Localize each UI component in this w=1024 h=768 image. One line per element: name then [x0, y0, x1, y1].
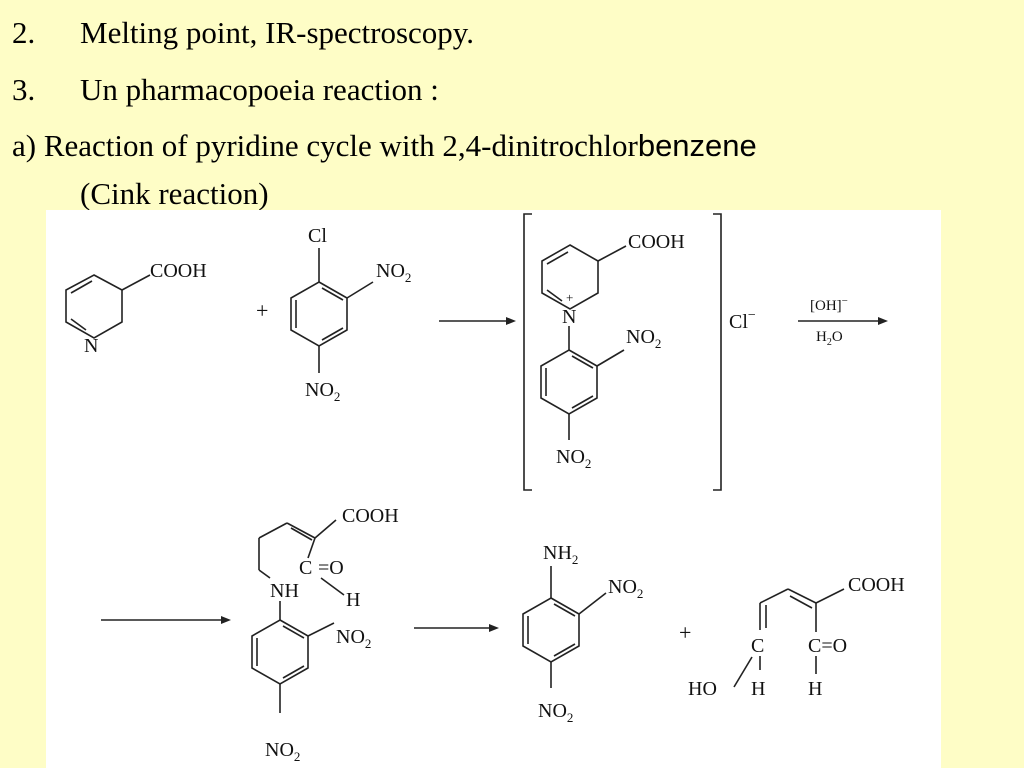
chloride-label: Cl−	[729, 308, 756, 333]
carbonyl-label: =O	[318, 557, 344, 579]
nh2-label: NH2	[543, 542, 578, 567]
c-label: C	[751, 635, 764, 657]
glutaconaldehyde-acid: COOH C HO H C=O H	[688, 574, 905, 700]
no2-label: NO2	[608, 576, 643, 601]
reaction-arrow	[101, 616, 231, 624]
no2-label: NO2	[556, 446, 591, 471]
cl-label: Cl	[308, 225, 327, 247]
dinitroaniline: NH2 NO2 NO2	[522, 542, 643, 725]
nicotinic-acid: COOH N	[65, 260, 207, 357]
c-label: C	[299, 557, 312, 579]
n-label: N	[84, 335, 98, 357]
dinitrochlorobenzene: Cl NO2 NO2	[290, 225, 411, 404]
ring-opened-intermediate: COOH C =O H NH NO2 NO2	[251, 505, 399, 764]
n-label: N	[562, 306, 576, 328]
n-plus-charge: +	[566, 290, 573, 305]
sub-item-text-sans: benzene	[637, 128, 757, 163]
pyridinium-intermediate: COOH N + NO2 NO2	[523, 213, 722, 491]
no2-label: NO2	[305, 379, 340, 404]
cooh-label: COOH	[150, 260, 207, 282]
no2-label: NO2	[538, 700, 573, 725]
list-item-number: 3.	[12, 72, 36, 107]
reaction-scheme: COOH N + Cl NO2 NO2 COOH N +	[46, 210, 941, 768]
no2-label: NO2	[336, 626, 371, 651]
cooh-label: COOH	[342, 505, 399, 527]
hydroxide-reagent-label: [OH]−	[810, 295, 848, 314]
sub-item-a: a) Reaction of pyridine cycle with 2,4-d…	[12, 130, 757, 161]
cooh-label: COOH	[628, 231, 685, 253]
plus-sign: +	[256, 298, 268, 323]
no2-label: NO2	[376, 260, 411, 285]
water-reagent-label: H2O	[816, 329, 843, 348]
reaction-arrow	[414, 624, 499, 632]
nh-label: NH	[270, 580, 299, 602]
h-label: H	[808, 678, 822, 700]
ho-label: HO	[688, 678, 717, 700]
sub-item-continuation: (Cink reaction)	[80, 176, 269, 211]
sub-item-text: a) Reaction of pyridine cycle with 2,4-d…	[12, 128, 638, 163]
aldehyde-label: C=O	[808, 635, 847, 657]
list-item-text: Melting point, IR-spectroscopy.	[80, 15, 475, 50]
list-item-text: Un pharmacopoeia reaction :	[80, 72, 439, 107]
reaction-arrow-hydrolysis: [OH]− H2O	[798, 295, 888, 348]
list-item-number: 2.	[12, 15, 36, 50]
h-label: H	[346, 589, 360, 611]
reaction-arrow	[439, 317, 516, 325]
reaction-scheme-drawing: COOH N + Cl NO2 NO2 COOH N +	[65, 213, 905, 764]
no2-label: NO2	[626, 326, 661, 351]
cooh-label: COOH	[848, 574, 905, 596]
h-label: H	[751, 678, 765, 700]
no2-label: NO2	[265, 739, 300, 764]
plus-sign: +	[679, 620, 691, 645]
